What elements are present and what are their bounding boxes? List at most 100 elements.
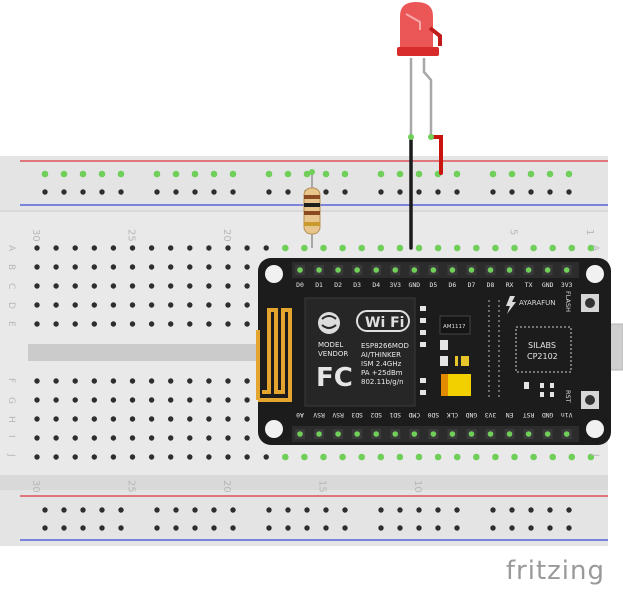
top-pin-label: D0 xyxy=(296,281,304,289)
smd-component xyxy=(524,382,529,389)
bottom-pin-label: SD3 xyxy=(351,411,363,419)
terminal-hole xyxy=(301,244,308,252)
terminal-hole xyxy=(549,244,556,252)
terminal-hole xyxy=(110,378,117,384)
top-pin-label: D2 xyxy=(334,281,342,289)
terminal-hole xyxy=(225,264,231,270)
terminal-hole xyxy=(244,264,250,270)
terminal-hole xyxy=(129,435,136,441)
smd-component xyxy=(540,392,544,397)
resistor-end-marker xyxy=(309,169,315,175)
terminal-hole xyxy=(415,453,423,461)
rail-hole xyxy=(61,507,67,513)
flash-button-cap[interactable] xyxy=(585,298,595,308)
led-body xyxy=(400,2,433,50)
terminal-hole xyxy=(110,397,117,403)
rail-hole xyxy=(547,525,553,531)
terminal-hole xyxy=(206,416,212,422)
rail-hole xyxy=(210,170,218,178)
row-letter: I xyxy=(6,435,16,438)
terminal-hole xyxy=(91,416,98,422)
rst-button-cap[interactable] xyxy=(585,395,595,405)
terminal-hole xyxy=(339,453,346,461)
terminal-hole xyxy=(301,453,308,461)
terminal-hole xyxy=(244,435,250,441)
rail-hole xyxy=(323,189,329,195)
terminal-hole xyxy=(320,453,327,461)
smd-component xyxy=(420,318,426,323)
rail-hole xyxy=(172,170,180,178)
terminal-hole xyxy=(206,283,212,289)
header-pin-contact xyxy=(354,431,360,437)
top-pin-label: D5 xyxy=(429,281,437,289)
terminal-hole xyxy=(148,454,155,460)
rail-hole xyxy=(378,507,384,513)
bottom-pin-label: GND xyxy=(542,411,554,419)
smd-component xyxy=(440,340,448,350)
rail-hole xyxy=(397,525,403,531)
terminal-hole xyxy=(148,416,155,422)
terminal-hole xyxy=(187,454,193,460)
terminal-hole xyxy=(91,264,98,270)
terminal-hole xyxy=(415,244,423,252)
rail-hole xyxy=(79,170,87,178)
terminal-hole xyxy=(34,416,40,422)
mounting-hole-bottom-left xyxy=(265,420,283,438)
rail-hole xyxy=(416,189,422,195)
smd-component xyxy=(540,383,544,388)
terminal-hole xyxy=(91,378,98,384)
terminal-hole xyxy=(148,397,155,403)
rail-hole xyxy=(230,507,236,513)
rail-hole xyxy=(266,189,272,195)
row-letter: B xyxy=(6,264,16,270)
rail-hole xyxy=(229,170,237,178)
rail-hole xyxy=(341,170,349,178)
rail-hole xyxy=(154,507,160,513)
mounting-hole-top-left xyxy=(265,265,283,283)
red-wire xyxy=(429,135,443,175)
header-pin-contact xyxy=(449,431,456,437)
row-letter: J xyxy=(6,453,16,457)
row-letter: H xyxy=(6,416,16,423)
row-letter: G xyxy=(6,397,16,404)
terminal-hole xyxy=(320,244,327,252)
terminal-hole xyxy=(473,244,480,252)
rail-hole xyxy=(509,525,515,531)
header-pin-contact xyxy=(335,431,341,437)
bottom-header-pins xyxy=(295,429,572,439)
terminal-hole xyxy=(34,302,40,308)
rail-hole xyxy=(453,170,461,178)
terminal-hole xyxy=(225,397,231,403)
spec-line-1: ESP8266MOD xyxy=(361,342,409,350)
terminal-hole xyxy=(244,245,250,251)
top-pin-label: TX xyxy=(525,281,533,289)
terminal-hole xyxy=(511,453,518,461)
rail-hole xyxy=(323,507,329,513)
terminal-hole xyxy=(110,435,117,441)
rail-hole xyxy=(397,507,403,513)
rail-hole xyxy=(99,507,105,513)
top-pin-label: D7 xyxy=(468,281,476,289)
rail-hole xyxy=(98,170,106,178)
terminal-hole xyxy=(244,416,250,422)
terminal-hole xyxy=(206,264,212,270)
terminal-hole xyxy=(492,453,499,461)
rail-hole xyxy=(435,507,441,513)
terminal-hole xyxy=(206,454,212,460)
lightning-icon xyxy=(506,296,516,314)
header-pin-contact xyxy=(487,431,494,437)
terminal-hole xyxy=(72,245,78,251)
terminal-hole xyxy=(91,302,98,308)
row-letter: A xyxy=(590,245,600,252)
header-pin-contact xyxy=(430,431,437,437)
terminal-hole xyxy=(568,244,576,252)
header-pin-contact xyxy=(468,431,475,437)
rail-hole xyxy=(508,170,516,178)
smd-component xyxy=(550,383,554,388)
rail-hole xyxy=(230,189,236,195)
shield-line-vendor: VENDOR xyxy=(318,350,348,358)
rail-hole xyxy=(454,525,460,531)
terminal-hole xyxy=(168,321,174,327)
column-number: 25 xyxy=(126,480,137,493)
